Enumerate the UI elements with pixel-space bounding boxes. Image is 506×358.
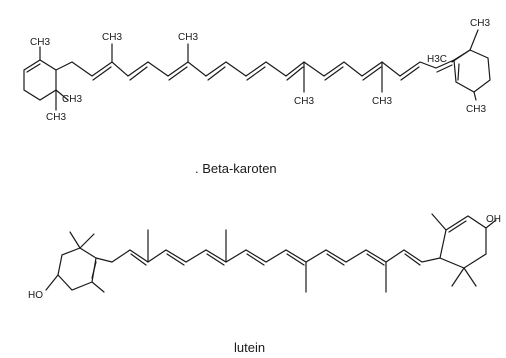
lutein-caption: lutein — [234, 340, 265, 355]
beta-carotene-labels: CH3 CH3 CH3 CH3 CH3 CH3 CH3 CH3 H3C CH3 — [30, 18, 490, 123]
lutein-right-hydroxyl-label: OH — [486, 214, 501, 225]
chain-methyl-label-3: CH3 — [294, 96, 314, 107]
right-ring-methyl-bottom-label: CH3 — [466, 104, 486, 115]
beta-carotene-structure — [23, 29, 491, 111]
left-ring-gem-dimethyl-a-label: CH3 — [62, 94, 82, 105]
chain-methyl-label-1: CH3 — [102, 32, 122, 43]
lutein-labels: HO OH — [28, 214, 501, 301]
right-ring-gem-dimethyl-left-label: H3C — [427, 54, 447, 65]
chain-methyl-label-4: CH3 — [372, 96, 392, 107]
left-ring-gem-dimethyl-b-label: CH3 — [46, 112, 66, 123]
chain-methyl-label-2: CH3 — [178, 32, 198, 43]
left-ring-methyl-top-label: CH3 — [30, 37, 50, 48]
lutein-structure — [45, 213, 497, 293]
lutein-left-hydroxyl-label: HO — [28, 290, 43, 301]
beta-carotene-caption: . Beta-karoten — [195, 161, 277, 176]
right-ring-gem-dimethyl-top-label: CH3 — [470, 18, 490, 29]
